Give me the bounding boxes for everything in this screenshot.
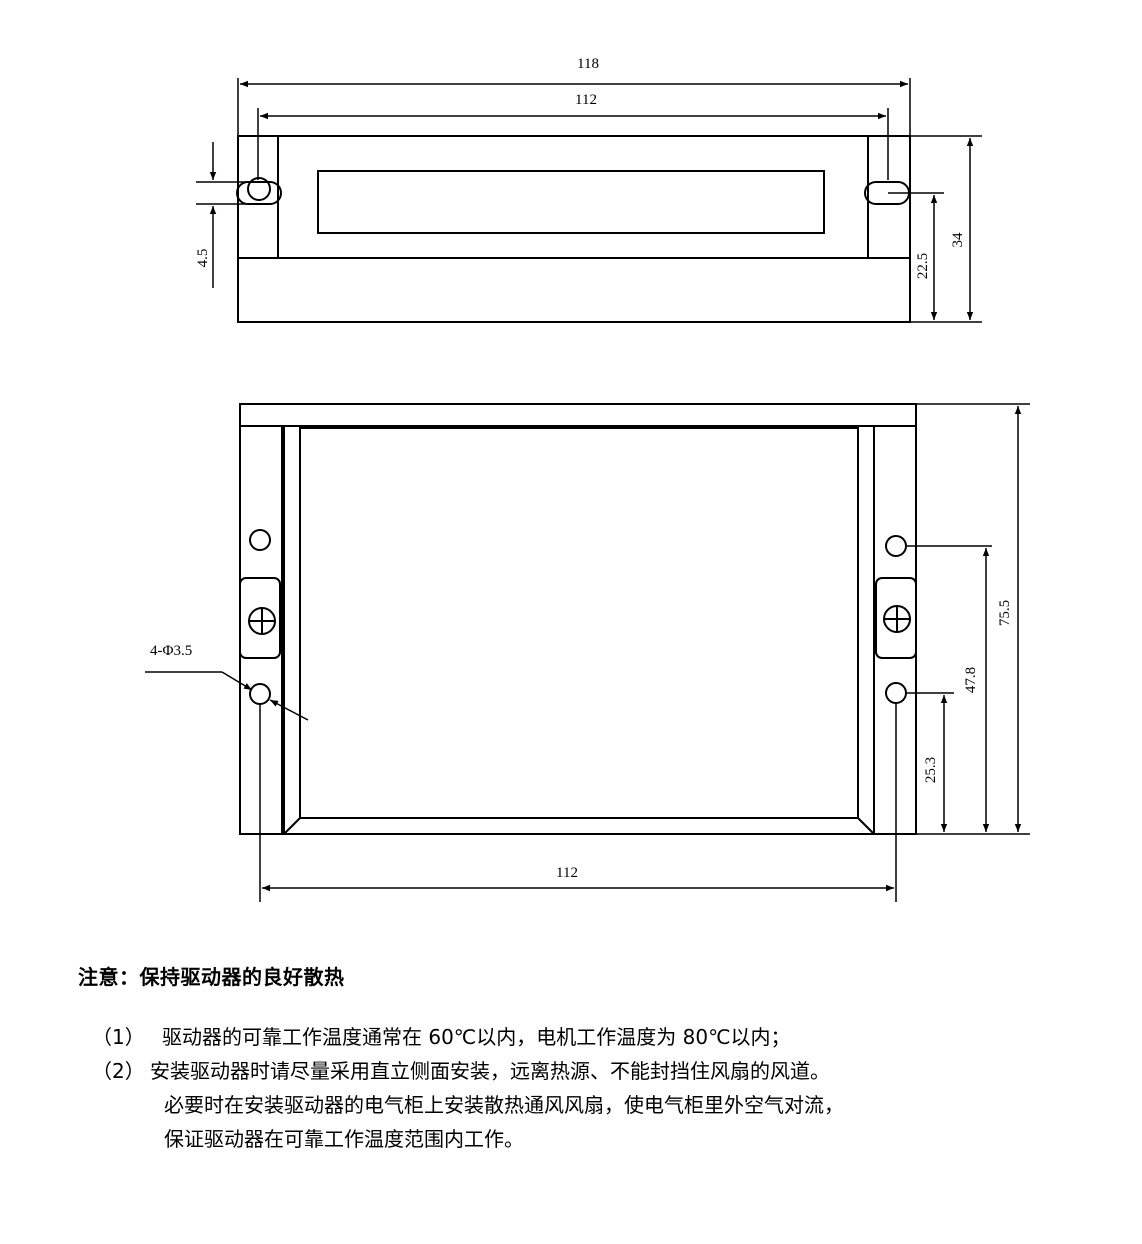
top-view-dimensions — [196, 78, 982, 323]
front-view-labels: 4-Φ3.5 75.5 47.8 25.3 112 — [150, 600, 1013, 881]
label-47-8: 47.8 — [963, 667, 979, 693]
label-34: 34 — [950, 232, 966, 248]
leader-hole-spec-b — [269, 699, 309, 721]
right-slot-outline — [864, 181, 910, 205]
label-4-5: 4.5 — [195, 249, 211, 268]
notice-item-1-number: （1） — [92, 1025, 145, 1049]
label-hole-spec: 4-Φ3.5 — [150, 643, 192, 659]
label-25-3: 25.3 — [923, 757, 939, 783]
front-view-outer — [239, 403, 917, 835]
mechanical-drawing: 118 112 4.5 22.5 34 — [145, 56, 1030, 902]
heat-dissipation-notice: 注意：保持驱动器的良好散热 （1） 驱动器的可靠工作温度通常在 60℃以内，电机工… — [78, 960, 1118, 1156]
notice-item-2-continuation-2: 保证驱动器在可靠工作温度范围内工作。 — [164, 1127, 524, 1151]
notice-item-2-text: 安装驱动器时请尽量采用直立侧面安装，远离热源、不能封挡住风扇的风道。 — [150, 1059, 830, 1083]
label-112-bottom: 112 — [556, 865, 578, 881]
top-view-body — [237, 135, 911, 259]
label-112-top: 112 — [575, 92, 597, 108]
notice-item-2: （2）安装驱动器时请尽量采用直立侧面安装，远离热源、不能封挡住风扇的风道。 — [78, 1054, 1118, 1088]
label-118: 118 — [577, 56, 599, 72]
top-view-labels: 118 112 4.5 22.5 34 — [195, 56, 966, 279]
front-view-dimensions — [145, 403, 1030, 902]
hole-left-top — [249, 529, 271, 551]
notice-title: 注意：保持驱动器的良好散热 — [78, 965, 345, 989]
left-slot — [246, 177, 272, 201]
label-75-5: 75.5 — [997, 600, 1013, 626]
notice-item-2-continuation-1: 必要时在安装驱动器的电气柜上安装散热通风风扇，使电气柜里外空气对流， — [164, 1093, 844, 1117]
top-view — [236, 135, 911, 323]
top-view-base — [237, 257, 911, 323]
hole-left-bottom — [249, 683, 271, 705]
leader-hole-spec-a — [221, 671, 253, 691]
notice-item-1-text: 驱动器的可靠工作温度通常在 60℃以内，电机工作温度为 80℃以内； — [162, 1025, 791, 1049]
top-view-window — [317, 170, 825, 234]
hole-right-bottom — [885, 682, 907, 704]
left-slot-outline — [236, 181, 282, 205]
label-22-5: 22.5 — [915, 253, 931, 279]
front-view — [239, 403, 917, 835]
front-panel-outer — [283, 425, 875, 835]
left-terminal-tab — [239, 577, 281, 659]
front-panel-inner — [299, 427, 859, 819]
right-terminal-tab — [875, 577, 917, 659]
notice-item-2-number: （2） — [92, 1059, 145, 1083]
notice-item-1: （1） 驱动器的可靠工作温度通常在 60℃以内，电机工作温度为 80℃以内； — [78, 1020, 1118, 1054]
hole-right-top — [885, 535, 907, 557]
